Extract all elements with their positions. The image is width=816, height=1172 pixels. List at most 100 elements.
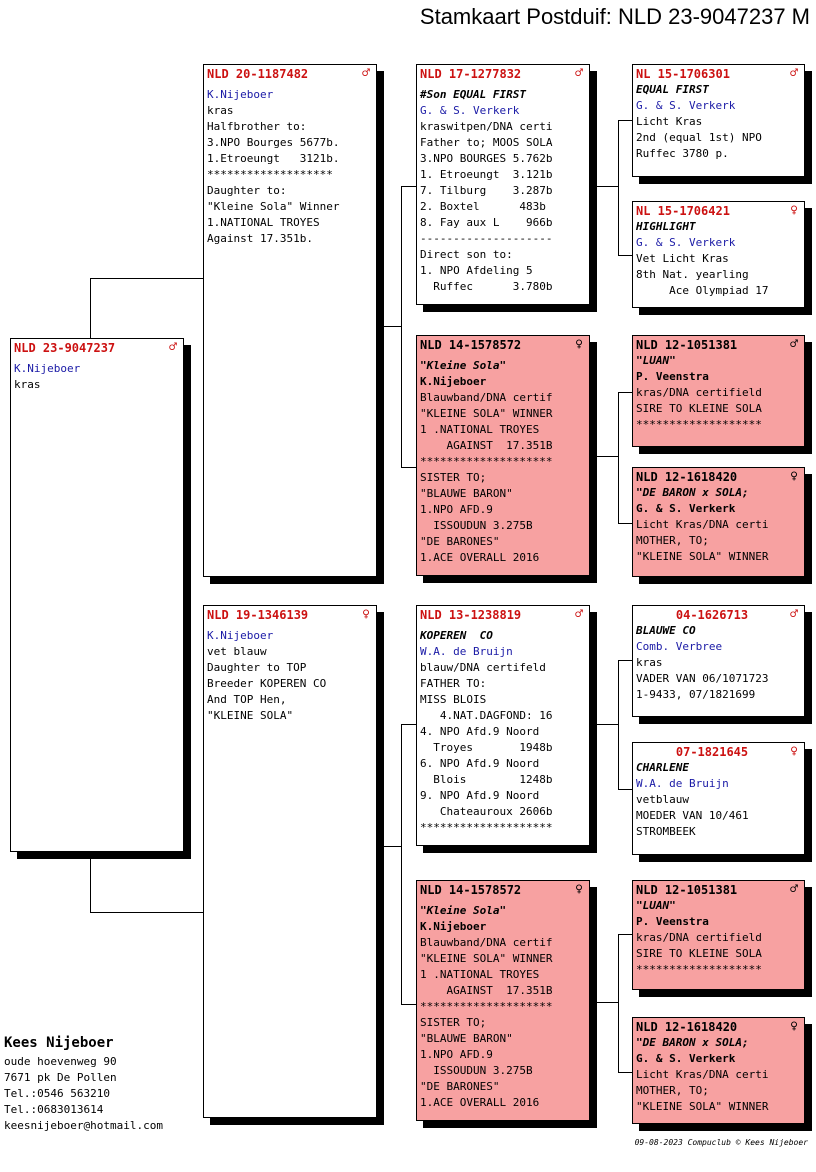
connector	[590, 1002, 618, 1003]
connector	[618, 255, 632, 256]
card-header: NLD 14-1578572 ♀	[420, 337, 587, 353]
card-line: MOEDER VAN 10/461	[636, 809, 749, 822]
card-line: STROMBEEK	[636, 825, 696, 838]
ring-number: NLD 12-1618420	[636, 1020, 738, 1034]
card-line: 1.NPO AFD.9	[420, 503, 493, 516]
connector	[618, 789, 632, 790]
ring-number: NLD 14-1578572	[420, 338, 522, 352]
card-line: MOTHER, TO;	[636, 534, 709, 547]
card-header: NLD 12-1051381♂	[636, 337, 802, 353]
card-line: MOTHER, TO;	[636, 1084, 709, 1097]
ring-number: NLD 23-9047237	[14, 341, 116, 355]
card-line: vet blauw	[207, 645, 267, 658]
card-line: #Son EQUAL FIRST	[420, 88, 526, 101]
ring-number: NLD 17-1277832	[420, 67, 522, 81]
ring-number: NL 15-1706301	[636, 67, 730, 81]
card-line: Father to; MOOS SOLA	[420, 136, 553, 149]
connector	[618, 934, 632, 935]
pedigree-card-fmm[interactable]: NLD 12-1618420♀"DE BARON x SOLA;G. & S. …	[632, 467, 805, 577]
connector	[90, 278, 204, 279]
card-line: 1.ACE OVERALL 2016	[420, 1096, 540, 1109]
owner-phone: Tel.:0546 563210	[4, 1087, 110, 1100]
card-line: MISS BLOIS	[420, 693, 487, 706]
female-icon: ♀	[790, 203, 798, 218]
card-line: And TOP Hen,	[207, 693, 287, 706]
connector	[618, 660, 619, 790]
card-line: W.A. de Bruijn	[636, 777, 729, 790]
connector	[90, 852, 91, 913]
ring-number: NLD 14-1578572	[420, 883, 522, 897]
male-icon: ♂	[169, 340, 177, 355]
card-line: 4.NAT.DAGFOND: 16	[420, 709, 553, 722]
card-line: SISTER TO;	[420, 1016, 487, 1029]
card-header: NL 15-1706301♂	[636, 66, 802, 82]
card-line: 1.NATIONAL TROYES	[207, 216, 320, 229]
card-header: NLD 19-1346139♀	[207, 607, 374, 623]
card-line: 1-9433, 07/1821699	[636, 688, 756, 701]
ring-number: NLD 12-1051381	[636, 338, 738, 352]
connector	[618, 392, 632, 393]
card-line: Licht Kras	[636, 115, 703, 128]
card-line: 3.NPO BOURGES 5.762b	[420, 152, 553, 165]
card-header: NLD 12-1618420♀	[636, 1019, 802, 1035]
pedigree-card-father-father[interactable]: NLD 17-1277832♂ #Son EQUAL FIRST G. & S. V…	[416, 64, 590, 305]
ring-number: NLD 19-1346139	[207, 608, 309, 622]
pedigree-card-mmm[interactable]: NLD 12-1618420♀"DE BARON x SOLA; G. & S. …	[632, 1017, 805, 1124]
card-line: "KLEINE SOLA"	[207, 709, 294, 722]
card-line: 2. Boxtel 483b	[420, 200, 546, 213]
card-line: "KLEINE SOLA" WINNER	[636, 550, 769, 563]
card-line: Breeder KOPEREN CO	[207, 677, 327, 690]
male-icon: ♂	[362, 66, 370, 81]
card-line: W.A. de Bruijn	[420, 645, 513, 658]
card-line: Blauwband/DNA certif	[420, 936, 553, 949]
card-header: 07-1821645♀	[636, 744, 802, 760]
card-line: K.Nijeboer	[14, 362, 81, 375]
ring-number: NLD 20-1187482	[207, 67, 309, 81]
card-line: 1.NPO AFD.9	[420, 1048, 493, 1061]
card-line: 7. Tilburg 3.287b	[420, 184, 553, 197]
card-header: NLD 17-1277832♂	[420, 66, 587, 82]
card-header: NLD 13-1238819♂	[420, 607, 587, 623]
female-icon: ♀	[575, 337, 583, 352]
card-line: SIRE TO KLEINE SOLA	[636, 402, 762, 415]
card-header: NLD 12-1051381♂	[636, 882, 802, 898]
card-line: ********************	[420, 455, 553, 468]
card-line: "DE BARON x SOLA;	[636, 1036, 749, 1049]
card-line: "DE BARONES"	[420, 1080, 500, 1093]
card-line: K.Nijeboer	[420, 920, 487, 933]
card-line: G. & S. Verkerk	[420, 104, 520, 117]
card-details: #Son EQUAL FIRST G. & S. Verkerk kraswitpe…	[420, 87, 587, 295]
connector	[401, 1004, 417, 1005]
owner-email[interactable]: keesnijeboer@hotmail.com	[4, 1119, 163, 1132]
card-line: kraswitpen/DNA certi	[420, 120, 553, 133]
connector	[401, 186, 417, 187]
card-line: 6. NPO Afd.9 Noord	[420, 757, 540, 770]
card-line: --------------------	[420, 232, 553, 245]
connector	[618, 934, 619, 1073]
card-line: G. & S. Verkerk	[636, 1052, 736, 1065]
card-line: 1. Etroeungt 3.121b	[420, 168, 553, 181]
connector	[590, 724, 618, 725]
card-line: FATHER TO:	[420, 677, 487, 690]
ring-number: NL 15-1706421	[636, 204, 730, 218]
owner-name: Kees Nijeboer	[4, 1035, 114, 1051]
card-line: vetblauw	[636, 793, 689, 806]
card-line: ********************	[420, 1000, 553, 1013]
card-line: "DE BARON x SOLA;	[636, 486, 749, 499]
card-line: "KLEINE SOLA" WINNER	[420, 952, 553, 965]
card-line: AGAINST 17.351B	[420, 439, 553, 452]
